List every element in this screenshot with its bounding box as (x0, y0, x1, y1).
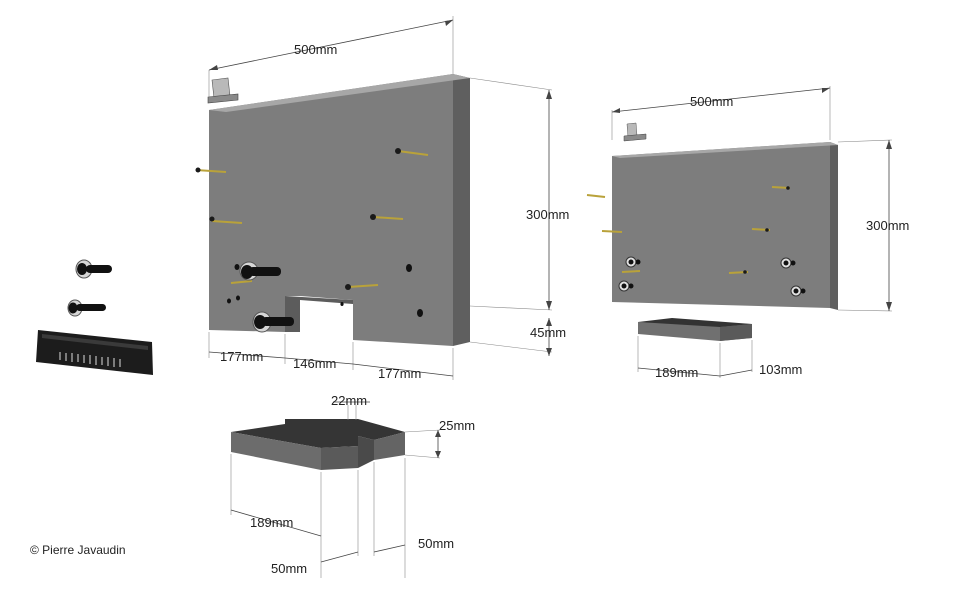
screw-icon (230, 280, 253, 284)
large-panel-notch (285, 296, 353, 332)
large-panel-top (209, 74, 470, 112)
screw-icon (771, 186, 791, 190)
small-panel-top (612, 142, 838, 158)
bottom-block-step-a-label: 50mm (271, 561, 307, 576)
screw-icon (601, 230, 623, 233)
bracket-icon (623, 122, 647, 142)
screw-group-large (195, 148, 429, 290)
bracket-icon (207, 77, 239, 104)
large-panel-side (453, 74, 470, 346)
small-block-left-label: 189mm (655, 365, 698, 380)
large-panel-width-label: 500mm (294, 42, 337, 57)
loose-hardware (36, 259, 153, 375)
bolt-icon (239, 261, 281, 281)
small-panel-width-label: 500mm (690, 94, 733, 109)
rail-icon (36, 330, 153, 375)
washer-icon (625, 256, 641, 268)
bottom-block: 22mm 25mm 189mm 50mm 50mm (230, 393, 475, 578)
screw-icon (370, 214, 404, 220)
small-block-right-label: 103mm (759, 362, 802, 377)
large-panel-gap-label: 146mm (293, 356, 336, 371)
washer-icon (790, 285, 806, 297)
bolt-icon (67, 299, 106, 317)
bottom-block-thickness-label: 25mm (439, 418, 475, 433)
small-block (638, 318, 752, 341)
large-panel-height-label: 300mm (526, 207, 569, 222)
small-panel-side (830, 142, 838, 310)
small-panel: 500mm 300mm 189mm 103mm (586, 86, 909, 380)
small-panel-front (612, 142, 830, 308)
large-panel-depth-label: 45mm (530, 325, 566, 340)
bottom-block-top (231, 419, 405, 448)
large-panel: 500mm 300mm 45mm 177mm 146mm 177mm (195, 16, 569, 381)
large-panel-front (209, 74, 453, 346)
large-panel-left-label: 177mm (220, 349, 263, 364)
screw-group-small (586, 186, 791, 274)
screw-icon (395, 148, 429, 156)
screw-icon (345, 284, 379, 290)
panel-holes (227, 264, 423, 317)
bolt-icon (252, 311, 294, 333)
bottom-block-front (231, 432, 321, 470)
screw-icon (728, 270, 749, 274)
screw-icon (621, 270, 641, 273)
screw-icon (209, 216, 243, 224)
bolt-icon (75, 259, 112, 279)
copyright-notice: © Pierre Javaudin (30, 543, 126, 557)
bottom-block-length-label: 189mm (250, 515, 293, 530)
washer-icon (618, 280, 634, 292)
small-panel-height-label: 300mm (866, 218, 909, 233)
screw-icon (195, 167, 227, 173)
screw-icon (751, 228, 771, 232)
screw-icon (586, 194, 606, 198)
large-panel-right-label: 177mm (378, 366, 421, 381)
bottom-block-step-b-label: 50mm (418, 536, 454, 551)
washer-icon (780, 257, 796, 269)
bottom-block-notch-label: 22mm (331, 393, 367, 408)
